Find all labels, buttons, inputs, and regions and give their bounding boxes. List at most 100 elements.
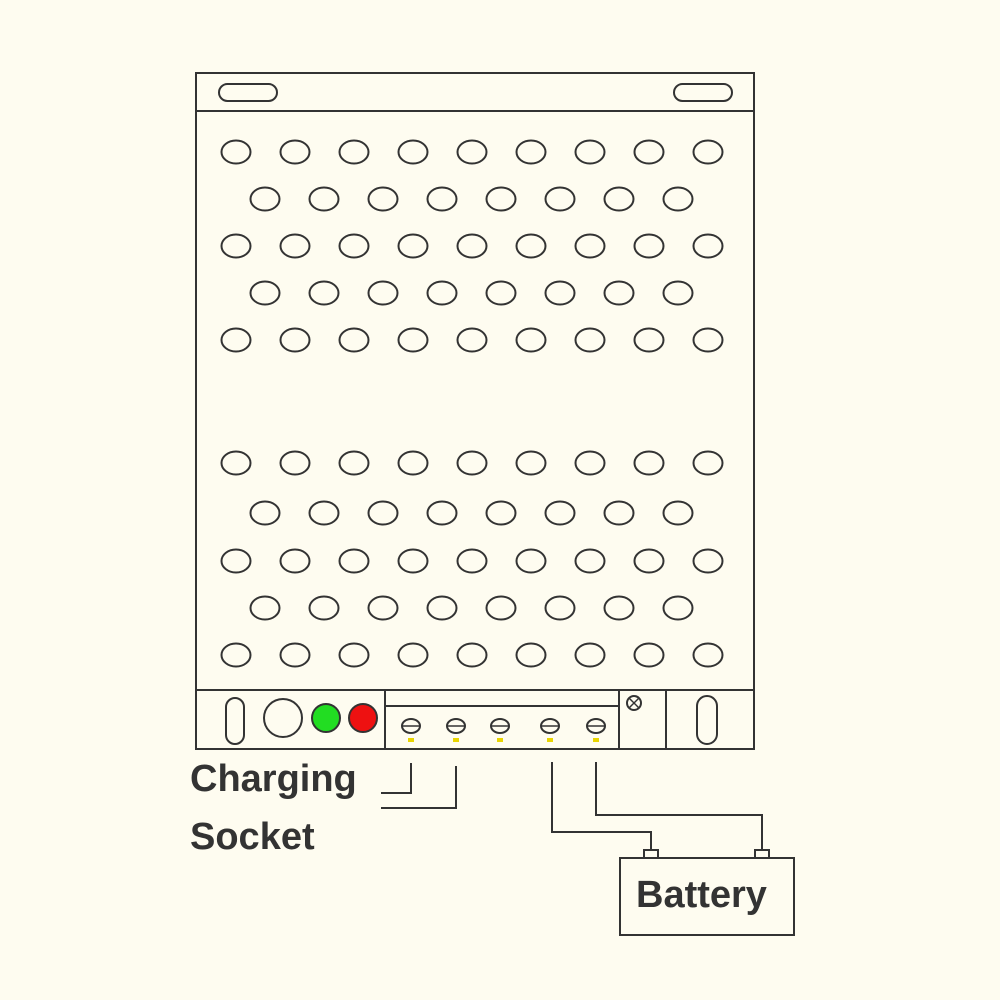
- vent-hole: [515, 139, 547, 165]
- terminal-block: [401, 718, 606, 742]
- vent-hole: [249, 186, 281, 212]
- vent-hole: [279, 327, 311, 353]
- vent-hole: [338, 548, 370, 574]
- terminal-marking: [497, 738, 503, 742]
- mounting-slot-left: [218, 83, 278, 102]
- vent-hole: [279, 548, 311, 574]
- vent-hole: [692, 548, 724, 574]
- vent-hole: [426, 595, 458, 621]
- vent-hole: [515, 327, 547, 353]
- vent-hole: [544, 595, 576, 621]
- vent-hole: [279, 233, 311, 259]
- vent-hole: [544, 280, 576, 306]
- vent-hole: [367, 186, 399, 212]
- vent-hole: [249, 500, 281, 526]
- terminal-marking: [593, 738, 599, 742]
- battery-terminal-positive: [754, 849, 770, 859]
- vent-hole: [397, 450, 429, 476]
- vent-hole: [603, 280, 635, 306]
- vent-hole: [426, 186, 458, 212]
- vent-hole: [367, 595, 399, 621]
- fuse-icon: [626, 695, 642, 711]
- vent-hole: [338, 642, 370, 668]
- vent-hole: [456, 139, 488, 165]
- vent-hole: [456, 548, 488, 574]
- vent-hole: [220, 450, 252, 476]
- fuse-icon-cross-b: [628, 697, 640, 709]
- vent-hole: [279, 642, 311, 668]
- vent-hole: [308, 595, 340, 621]
- terminal-screw-head: [490, 718, 510, 734]
- vent-hole: [485, 595, 517, 621]
- vent-hole: [603, 186, 635, 212]
- battery-body: [619, 857, 795, 936]
- vent-hole: [544, 500, 576, 526]
- battery-terminal-negative: [643, 849, 659, 859]
- terminal-screw-head: [540, 718, 560, 734]
- charge-indicator: [348, 703, 378, 733]
- vent-hole: [633, 327, 665, 353]
- vent-hole: [603, 500, 635, 526]
- vent-hole: [456, 327, 488, 353]
- enclosure: [195, 72, 755, 750]
- vent-hole: [662, 186, 694, 212]
- vent-hole: [426, 500, 458, 526]
- mounting-slot-right: [673, 83, 733, 102]
- vent-hole: [515, 450, 547, 476]
- vent-hole: [220, 327, 252, 353]
- enclosure-outline: [195, 72, 755, 750]
- vent-hole: [692, 327, 724, 353]
- vent-hole: [633, 642, 665, 668]
- terminal-screw: [401, 718, 421, 742]
- battery-wire-positive: [595, 762, 763, 850]
- terminal-screw-head: [401, 718, 421, 734]
- vent-hole: [485, 500, 517, 526]
- terminal-screw: [586, 718, 606, 742]
- vent-hole: [515, 233, 547, 259]
- vent-hole: [279, 139, 311, 165]
- vent-hole: [574, 327, 606, 353]
- vent-hole: [308, 280, 340, 306]
- vent-hole: [338, 139, 370, 165]
- vent-hole: [338, 327, 370, 353]
- terminal-marking: [453, 738, 459, 742]
- vent-hole: [633, 450, 665, 476]
- vent-hole: [397, 548, 429, 574]
- vent-hole: [633, 139, 665, 165]
- charging-wire-1: [381, 763, 412, 794]
- vent-hole: [485, 280, 517, 306]
- power-indicator: [311, 703, 341, 733]
- vent-hole: [662, 280, 694, 306]
- charging-label: Charging: [190, 758, 357, 800]
- vent-hole: [633, 548, 665, 574]
- battery: [619, 849, 795, 936]
- vent-hole: [220, 548, 252, 574]
- socket-ring: [263, 698, 303, 738]
- wiring: [381, 762, 763, 850]
- vent-hole: [456, 642, 488, 668]
- vent-hole: [397, 327, 429, 353]
- vent-hole: [397, 233, 429, 259]
- vent-hole: [338, 450, 370, 476]
- control-panel: [225, 690, 718, 749]
- terminal-screw: [446, 718, 466, 742]
- ventilation-holes: [220, 139, 724, 668]
- vent-hole: [308, 186, 340, 212]
- panel-slot-left: [225, 697, 245, 745]
- vent-hole: [397, 139, 429, 165]
- vent-hole: [367, 280, 399, 306]
- vent-hole: [456, 450, 488, 476]
- vent-hole: [249, 595, 281, 621]
- vent-hole: [220, 233, 252, 259]
- mounting-slots: [218, 83, 733, 102]
- terminal-screw-head: [586, 718, 606, 734]
- vent-hole: [308, 500, 340, 526]
- panel-slot-right: [696, 695, 718, 745]
- vent-hole: [279, 450, 311, 476]
- vent-hole: [515, 642, 547, 668]
- vent-hole: [574, 450, 606, 476]
- terminal-screw: [540, 718, 560, 742]
- vent-hole: [662, 595, 694, 621]
- vent-hole: [692, 450, 724, 476]
